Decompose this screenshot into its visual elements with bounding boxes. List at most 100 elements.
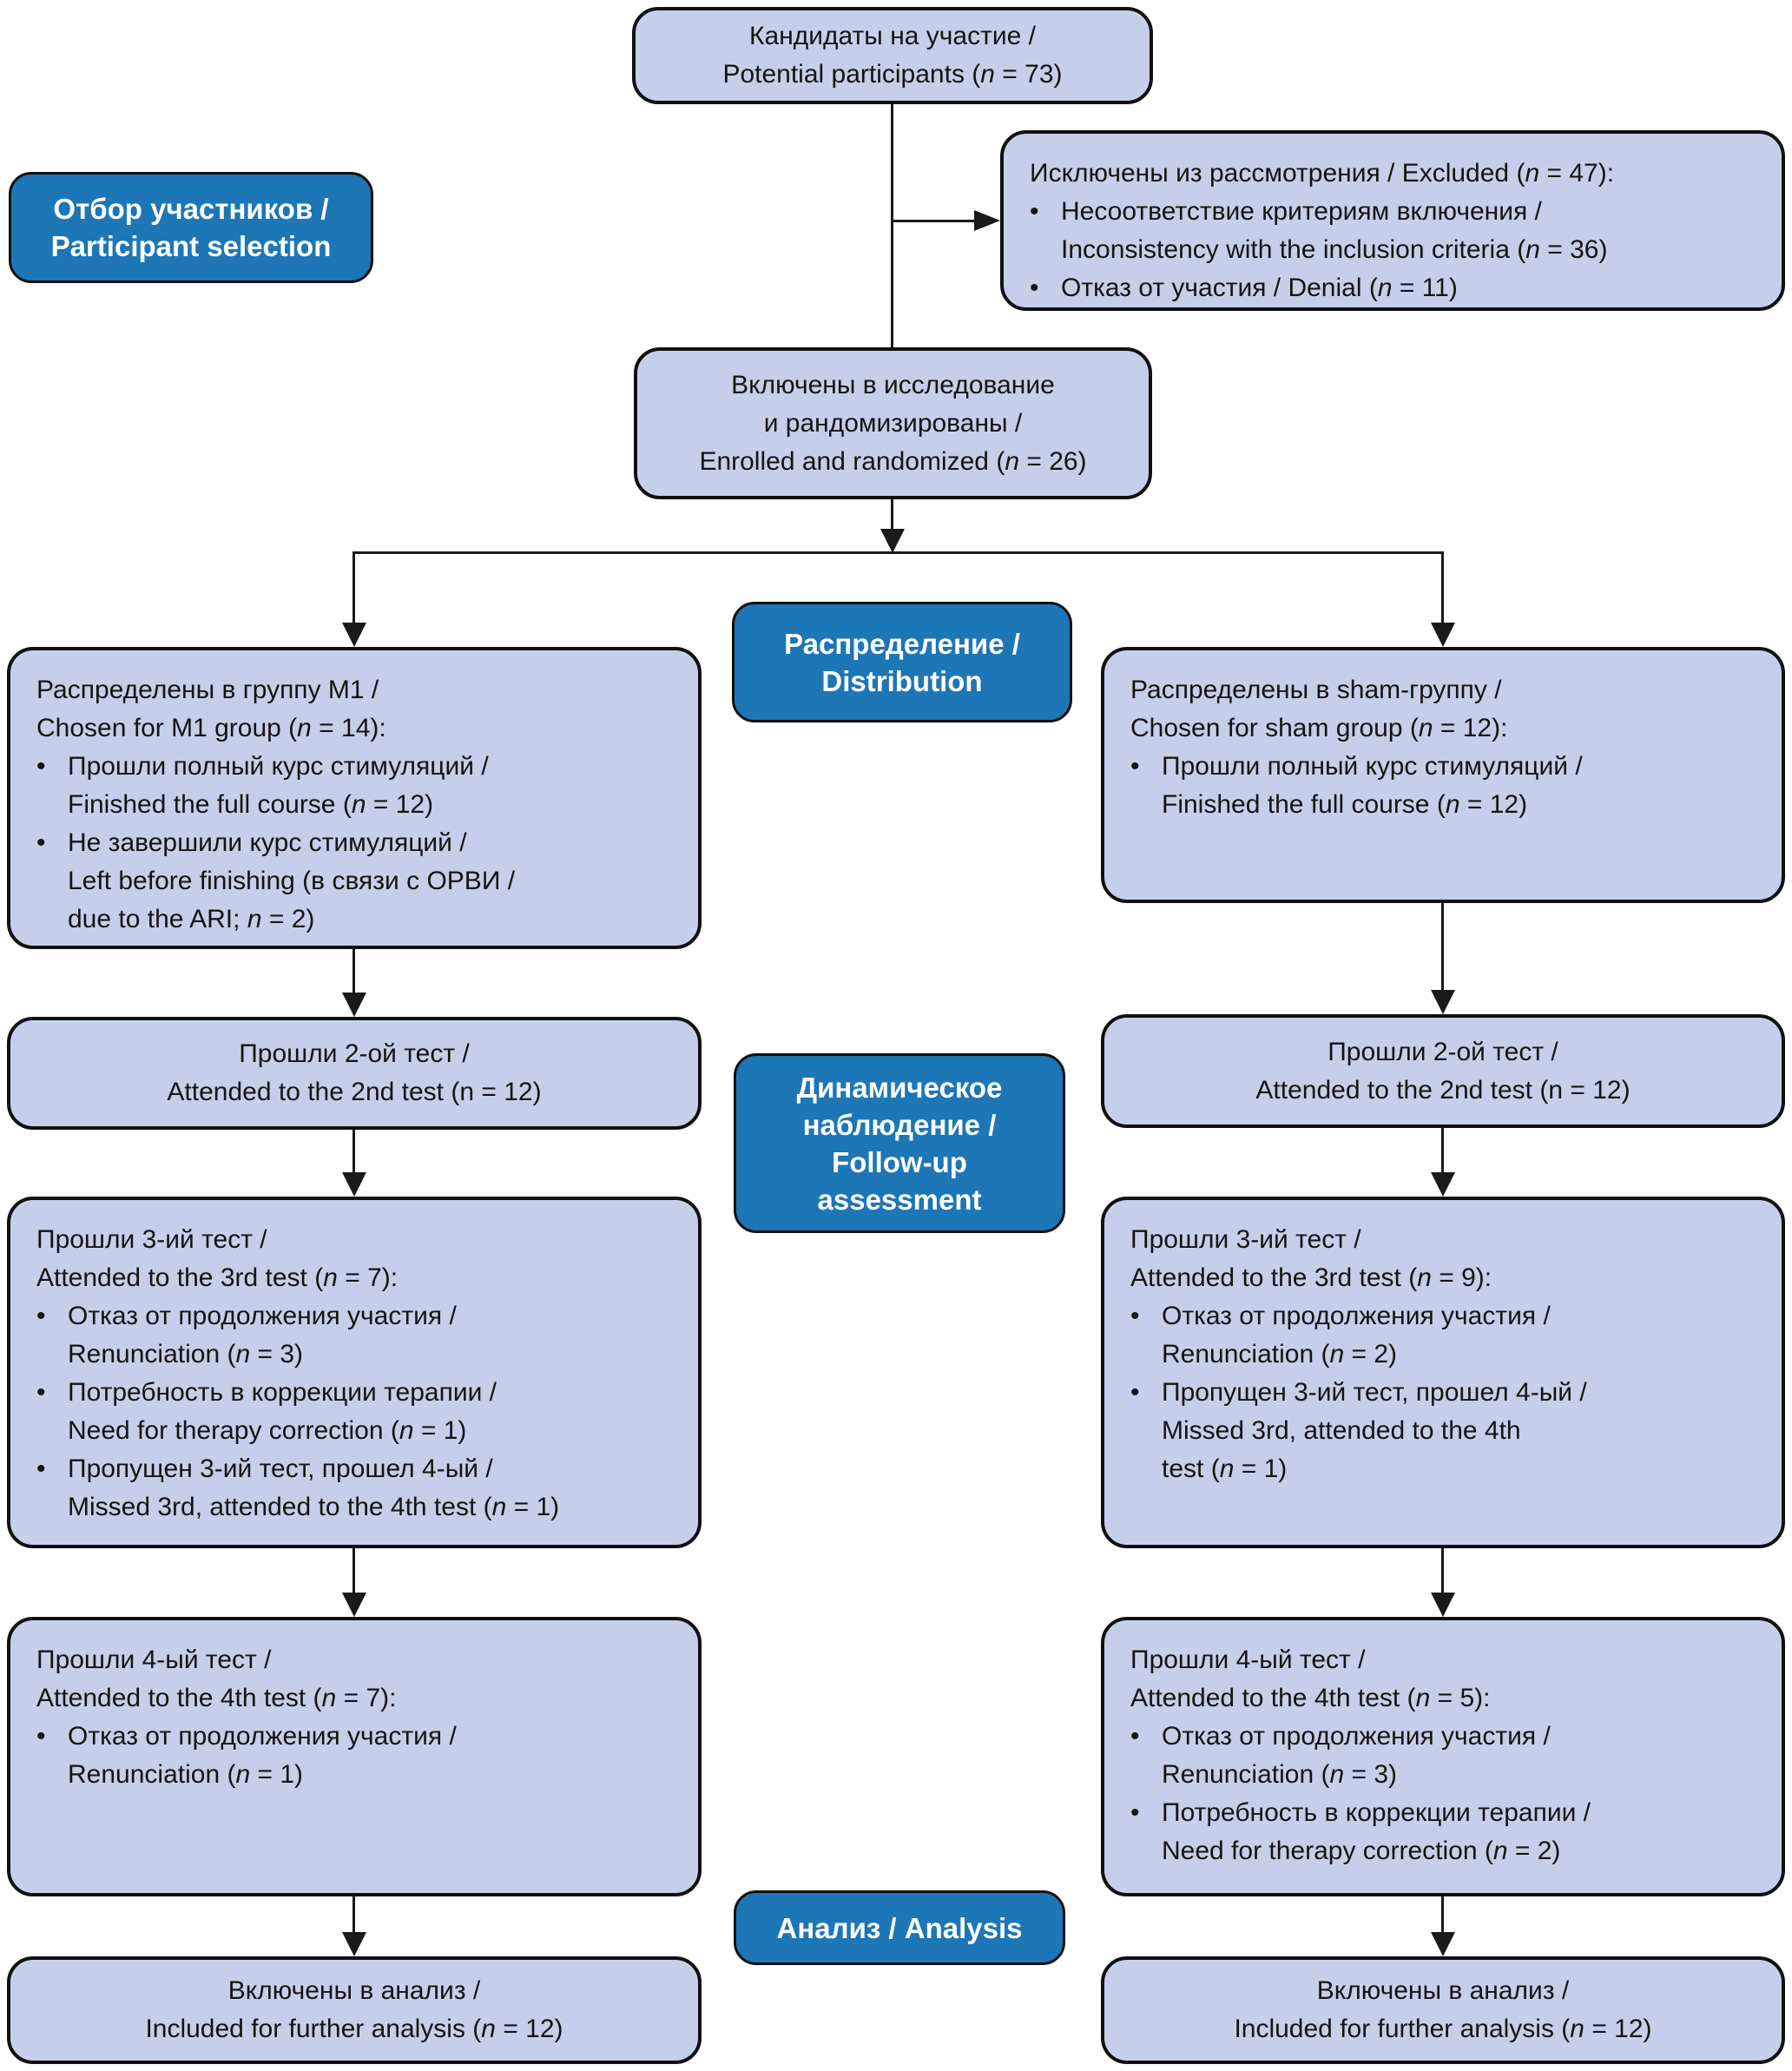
stage-label-followup: Динамическое наблюдение / Follow-up asse…	[734, 1053, 1065, 1233]
stage-label-text: Распределение / Distribution	[784, 627, 1020, 697]
connector-branch-to-excluded	[893, 220, 974, 222]
node-4th-test-m1: Прошли 4-ый тест / Attended to the 4th te…	[7, 1617, 702, 1896]
text-line: due to the ARI; n = 2)	[68, 905, 315, 933]
text-line: Renunciation (n = 3)	[68, 1340, 304, 1369]
arrow-down-icon	[342, 1172, 366, 1197]
node-2nd-test-sham: Прошли 2-ой тест /Attended to the 2nd te…	[1101, 1014, 1785, 1128]
connector-test4-to-analysis-right	[1441, 1896, 1444, 1932]
bullet-text: Несоответствие критериям включения /	[1061, 197, 1542, 226]
text-line: Кандидаты на участие /	[749, 22, 1036, 50]
bullet-text: Отказ от продолжения участия /	[68, 1722, 457, 1751]
text-line: Прошли 2-ой тест /	[1328, 1037, 1558, 1066]
node-sham-group: Распределены в sham-группу / Chosen for s…	[1101, 647, 1785, 903]
arrow-down-icon	[880, 529, 905, 553]
text-line: Attended to the 4th test (n = 7):	[36, 1684, 397, 1712]
arrow-down-icon	[342, 1932, 366, 1956]
connector-rail-to-m1	[352, 551, 355, 623]
text-line: •Отказ от продолжения участия /	[36, 1297, 677, 1336]
text-line: Inconsistency with the inclusion criteri…	[1061, 235, 1608, 264]
bullet-icon: •	[1030, 274, 1039, 302]
text-line: • Отказ от участия / Denial (n = 11)	[1030, 269, 1761, 307]
bullet-text: Не завершили курс стимуляций /	[68, 828, 467, 857]
text-line: Finished the full course (n = 12)	[1162, 790, 1528, 819]
text-line: Распределены в sham-группу /	[1130, 676, 1502, 704]
text-line: •Отказ от продолжения участия /	[1130, 1718, 1761, 1756]
connector-test2-to-test3-left	[352, 1130, 355, 1172]
text-line: Need for therapy correction (n = 1)	[68, 1416, 467, 1445]
text-line: Attended to the 4th test (n = 5):	[1130, 1684, 1491, 1712]
text-line: Исключены из рассмотрения / Excluded (n …	[1030, 159, 1615, 188]
stage-label-selection: Отбор участников / Participant selection	[9, 172, 373, 283]
connector-enrolled-down	[891, 499, 893, 529]
text-line: Включены в анализ /	[227, 1976, 481, 2005]
connector-top-to-enrolled	[891, 104, 893, 347]
text-line: test (n = 1)	[1162, 1454, 1288, 1483]
bullet-text: Потребность в коррекции терапии /	[68, 1378, 497, 1407]
node-3rd-test-sham: Прошли 3-ий тест / Attended to the 3rd te…	[1101, 1197, 1785, 1548]
connector-m1-to-test2	[352, 949, 355, 993]
text-line: Potential participants (n = 73)	[722, 60, 1063, 89]
text-line: Прошли 3-ий тест /	[1130, 1225, 1361, 1254]
text-line: Included for further analysis (n = 12)	[145, 2015, 563, 2043]
bullet-icon: •	[1130, 1722, 1140, 1751]
text-line: Attended to the 3rd test (n = 9):	[1130, 1263, 1492, 1292]
text-line: •Отказ от продолжения участия /	[1130, 1297, 1761, 1336]
arrow-down-icon	[342, 1593, 366, 1617]
bullet-text: Потребность в коррекции терапии /	[1162, 1798, 1591, 1827]
node-analysis-sham: Включены в анализ / Included for further …	[1101, 1956, 1785, 2064]
connector-test3-to-test4-right	[1441, 1548, 1444, 1593]
text-line: • Отказ от продолжения участия /	[36, 1718, 677, 1756]
arrow-down-icon	[1431, 1932, 1455, 1956]
text-line: •Прошли полный курс стимуляций /	[36, 748, 677, 786]
text-line: Finished the full course (n = 12)	[68, 790, 434, 819]
node-2nd-test-m1: Прошли 2-ой тест / Attended to the 2nd te…	[7, 1017, 702, 1130]
bullet-icon: •	[36, 1454, 46, 1483]
stage-label-text: Анализ / Analysis	[776, 1911, 1023, 1944]
node-3rd-test-m1: Прошли 3-ий тест /Attended to the 3rd te…	[7, 1197, 702, 1548]
bullet-icon: •	[1130, 1798, 1140, 1827]
bullet-icon: •	[36, 1722, 46, 1751]
connector-rail-to-sham	[1441, 551, 1444, 623]
stage-label-text: Динамическое наблюдение / Follow-up asse…	[796, 1071, 1003, 1216]
text-line: Renunciation (n = 3)	[1162, 1760, 1398, 1789]
bullet-icon: •	[36, 828, 46, 857]
bullet-text: Отказ от участия / Denial (n = 11)	[1061, 274, 1458, 302]
text-line: Renunciation (n = 1)	[68, 1760, 304, 1789]
connector-test4-to-analysis-left	[352, 1896, 355, 1932]
text-line: Прошли 4-ый тест /	[1130, 1646, 1366, 1674]
arrow-down-icon	[1431, 1172, 1455, 1197]
bullet-text: Отказ от продолжения участия /	[68, 1302, 457, 1330]
node-m1-group: Распределены в группу M1 / Chosen for M1 …	[7, 647, 702, 949]
bullet-icon: •	[1030, 197, 1039, 226]
text-line: Enrolled and randomized (n = 26)	[699, 446, 1087, 476]
bullet-icon: •	[36, 1378, 46, 1407]
text-line: Included for further analysis (n = 12)	[1234, 2015, 1652, 2043]
text-line: Attended to the 2nd test (n = 12)	[167, 1078, 542, 1106]
bullet-text: Пропущен 3-ий тест, прошел 4-ый /	[68, 1454, 493, 1483]
arrow-right-icon	[974, 210, 1000, 231]
text-line: Need for therapy correction (n = 2)	[1162, 1837, 1561, 1865]
text-line: Прошли 3-ий тест /	[36, 1225, 267, 1254]
text-line: • Пропущен 3-ий тест, прошел 4-ый /	[36, 1450, 677, 1488]
node-analysis-m1: Включены в анализ / Included for further …	[7, 1956, 702, 2064]
text-line: Прошли 2-ой тест /	[239, 1039, 470, 1068]
stage-label-analysis: Анализ / Analysis	[734, 1890, 1065, 1965]
bullet-icon: •	[1130, 752, 1140, 781]
text-line: Прошли 4-ый тест /	[36, 1646, 272, 1674]
text-line: Chosen for sham group (n = 12):	[1130, 714, 1508, 742]
stage-label-text: Отбор участников / Participant selection	[50, 193, 332, 262]
bullet-icon: •	[1130, 1302, 1140, 1330]
text-line: Включены в анализ /	[1316, 1976, 1570, 2005]
text-line: Распределены в группу M1 /	[36, 676, 379, 704]
connector-test2-to-test3-right	[1441, 1128, 1444, 1172]
arrow-down-icon	[1431, 623, 1455, 647]
stage-label-distribution: Распределение / Distribution	[732, 602, 1072, 722]
arrow-down-icon	[1431, 990, 1455, 1014]
connector-distribution-rail	[352, 551, 1443, 554]
node-potential-participants: Кандидаты на участие / Potential particip…	[632, 7, 1153, 104]
text-line: Chosen for M1 group (n = 14):	[36, 714, 386, 742]
text-line: • Несоответствие критериям включения /	[1030, 193, 1761, 231]
node-4th-test-sham: Прошли 4-ый тест / Attended to the 4th te…	[1101, 1617, 1785, 1896]
text-line: •Прошли полный курс стимуляций /	[1130, 748, 1761, 786]
